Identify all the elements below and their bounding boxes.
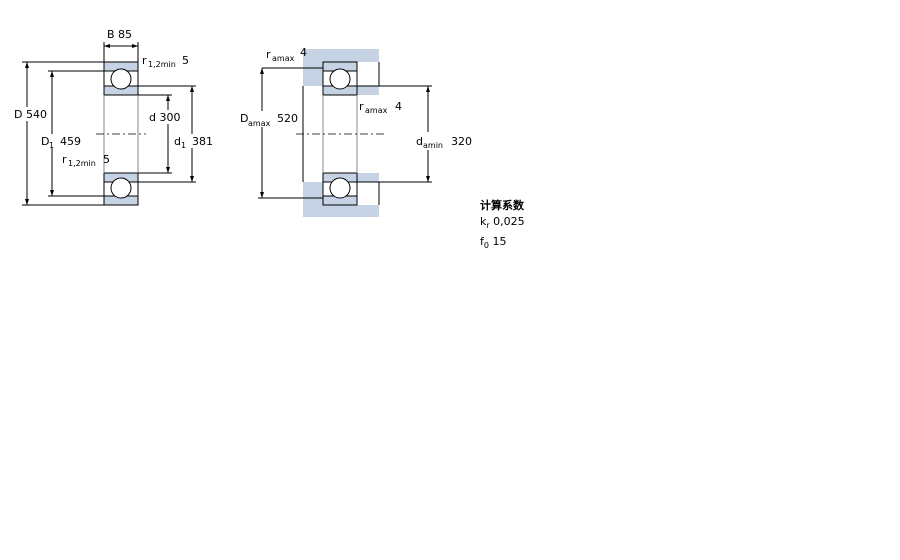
dim-ra-top: r amax 4 <box>262 46 323 69</box>
dim-D: D 540 <box>12 61 104 206</box>
svg-text:4: 4 <box>395 100 402 113</box>
dim-da: d amin 320 <box>357 85 472 183</box>
abutment-section <box>296 49 384 217</box>
svg-text:amax: amax <box>272 54 295 63</box>
dim-Da: D amax 520 <box>238 68 323 199</box>
svg-text:1,2min: 1,2min <box>148 60 176 69</box>
svg-text:5: 5 <box>103 153 110 166</box>
svg-text:520: 520 <box>277 112 298 125</box>
svg-text:1,2min: 1,2min <box>68 159 96 168</box>
shaft-top <box>357 86 379 95</box>
calc-kr: kr 0,025 <box>480 215 525 231</box>
svg-text:1: 1 <box>49 141 54 150</box>
dim-B: B 85 <box>103 28 139 62</box>
svg-text:r: r <box>142 54 147 67</box>
svg-text:d: d <box>416 135 423 148</box>
ball-top <box>110 68 132 90</box>
housing-top <box>303 49 379 62</box>
svg-text:amax: amax <box>248 119 271 128</box>
dim-r12-top: r 1,2min 5 <box>142 54 189 69</box>
svg-text:320: 320 <box>451 135 472 148</box>
ball-bottom <box>110 177 132 199</box>
svg-text:d 300: d 300 <box>149 111 180 124</box>
dim-D1: D 1 459 <box>40 70 104 197</box>
calc-title: 计算系数 <box>480 199 524 212</box>
dim-d1: d 1 381 <box>138 85 213 183</box>
dim-ra-mid: r amax 4 <box>359 100 402 115</box>
svg-text:B 85: B 85 <box>107 28 132 41</box>
svg-text:4: 4 <box>300 46 307 59</box>
svg-text:amax: amax <box>365 106 388 115</box>
shaft-bottom <box>357 173 379 182</box>
housing-bottom <box>303 205 379 217</box>
bearing-section <box>96 61 146 206</box>
svg-text:d: d <box>174 135 181 148</box>
svg-text:D: D <box>41 135 49 148</box>
dim-d: d 300 <box>138 94 184 174</box>
svg-text:381: 381 <box>192 135 213 148</box>
svg-text:5: 5 <box>182 54 189 67</box>
svg-text:amin: amin <box>423 141 443 150</box>
svg-text:D 540: D 540 <box>14 108 47 121</box>
calculation-factors: 计算系数 kr 0,025 f0 15 <box>480 198 525 254</box>
svg-text:459: 459 <box>60 135 81 148</box>
svg-text:r: r <box>359 100 364 113</box>
svg-text:1: 1 <box>181 141 186 150</box>
calc-f0: f0 15 <box>480 235 507 251</box>
svg-text:D: D <box>240 112 248 125</box>
svg-text:r: r <box>266 48 271 61</box>
svg-text:r: r <box>62 153 67 166</box>
dim-r12-bottom: r 1,2min 5 <box>62 153 110 168</box>
